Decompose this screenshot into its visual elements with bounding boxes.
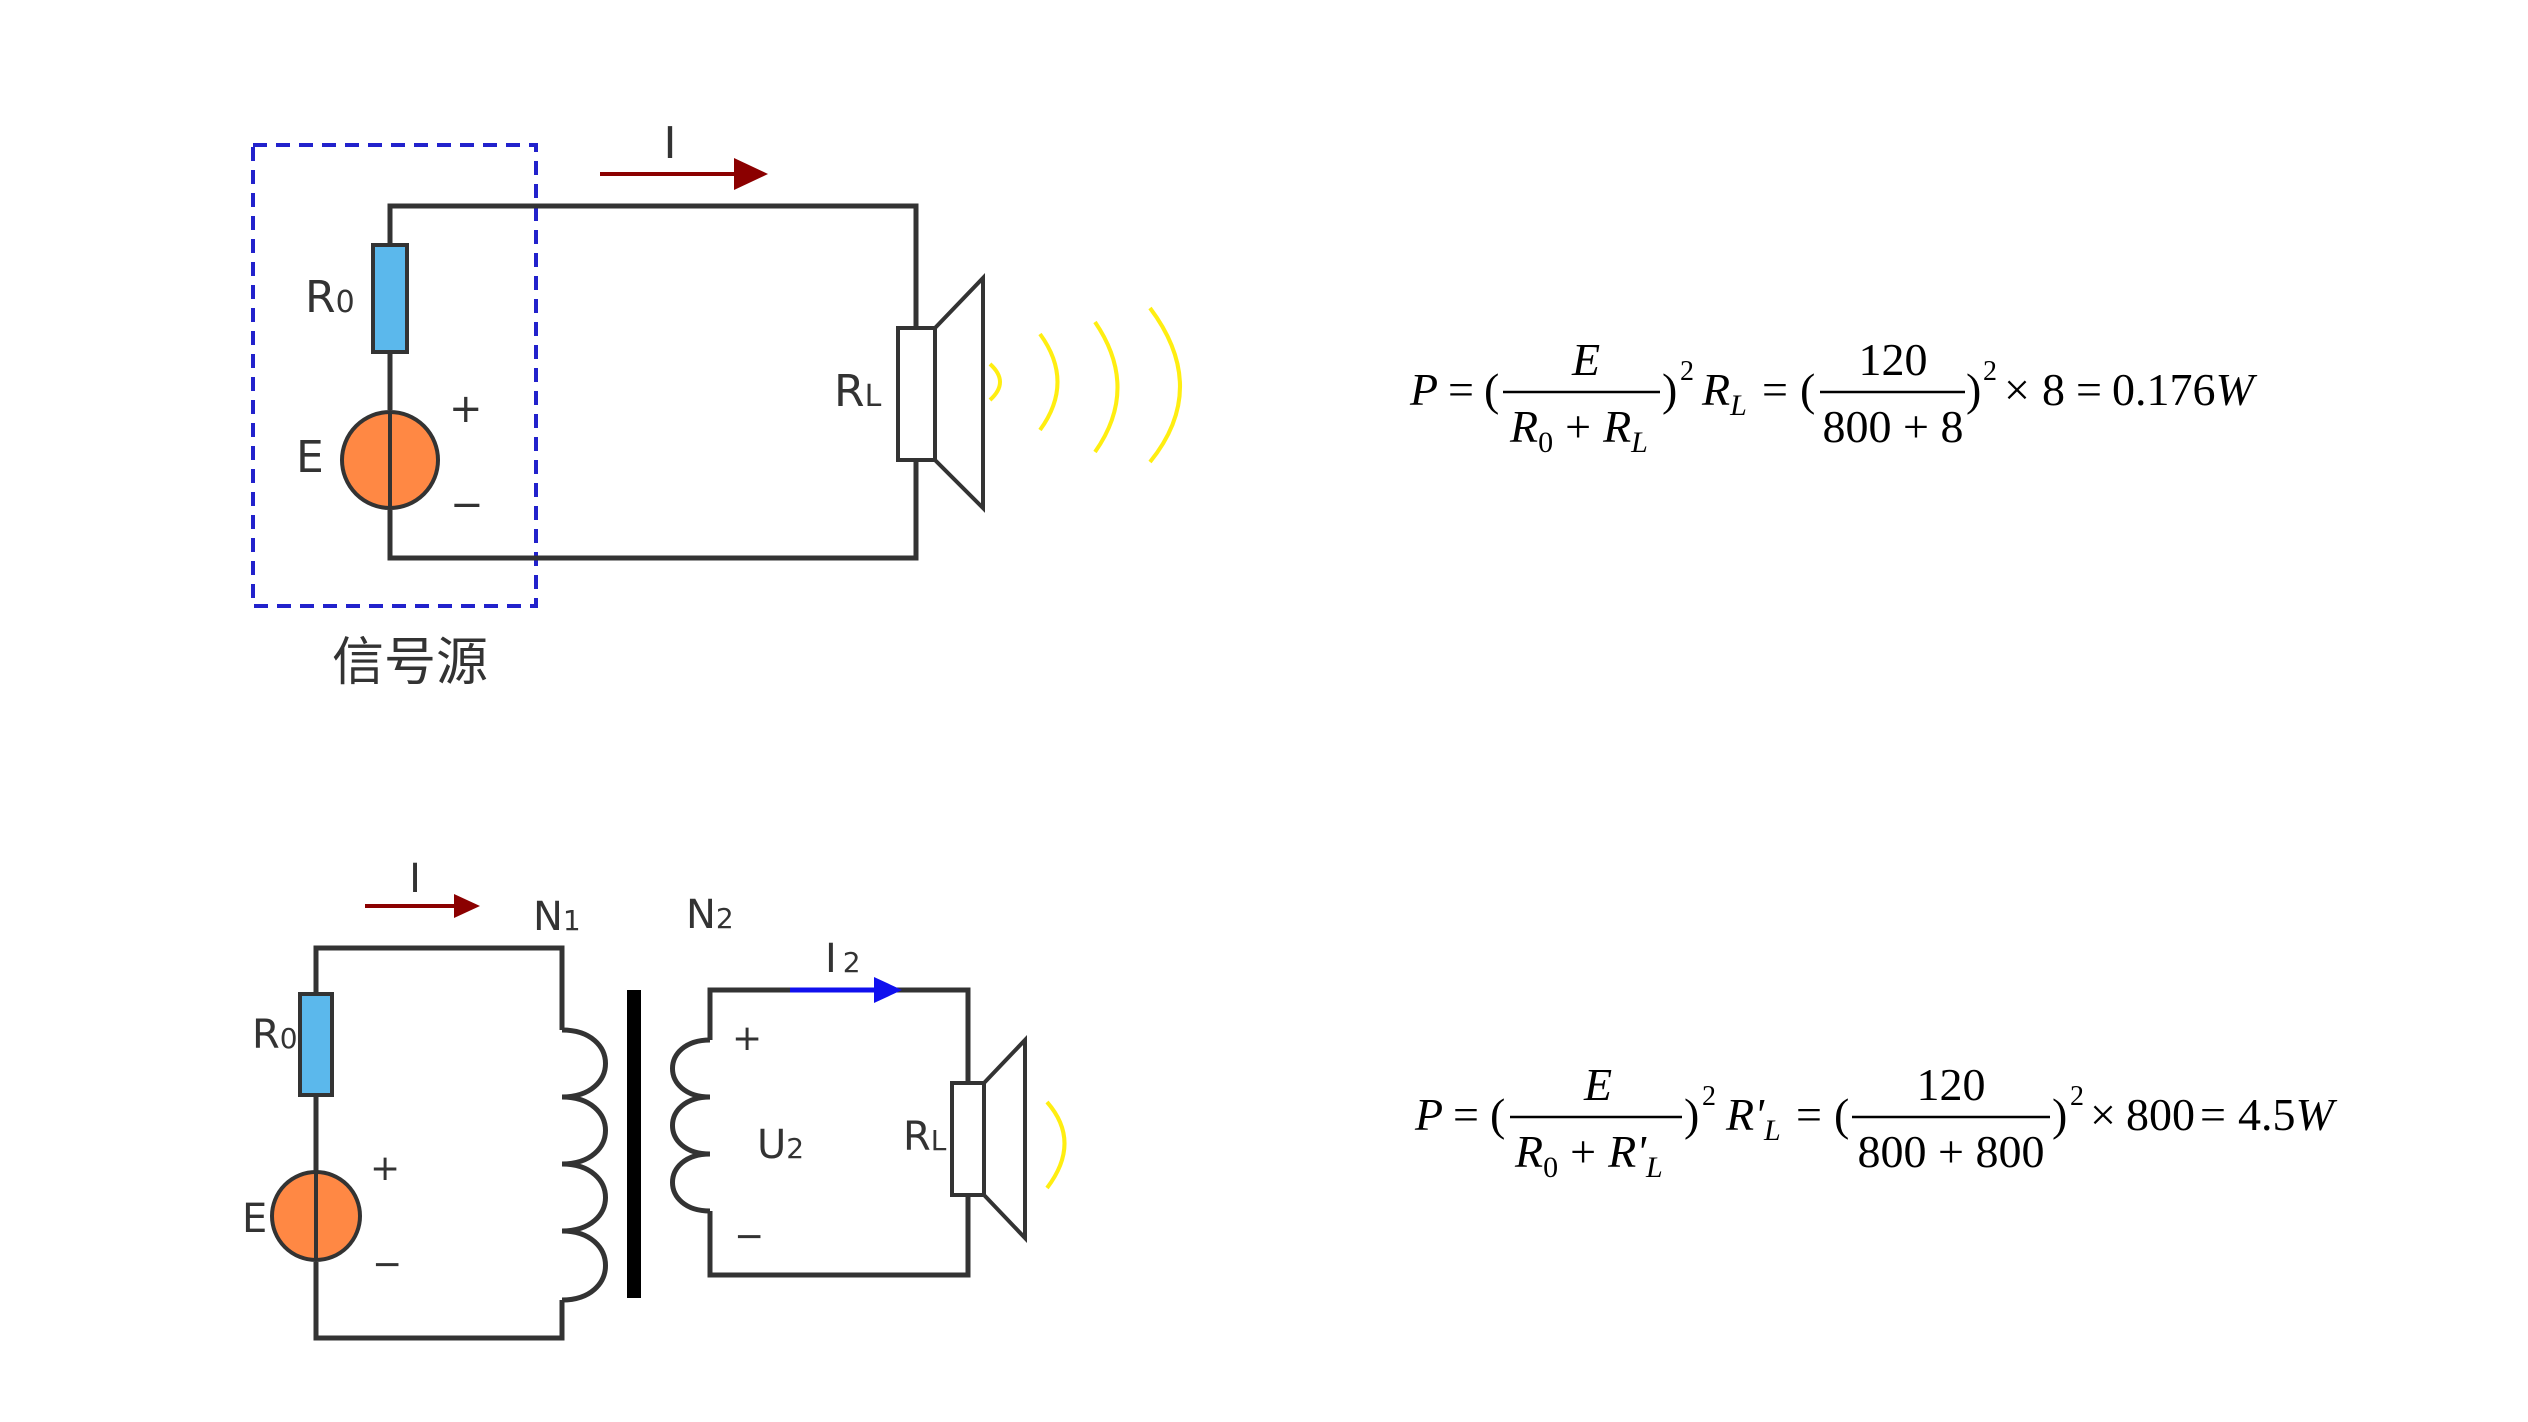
formula-exponent: 2 bbox=[1702, 1081, 1716, 1112]
formula-open-paren: ( bbox=[1800, 364, 1815, 415]
formula-factor: RL bbox=[1701, 364, 1747, 422]
n2-label: N2 bbox=[686, 892, 734, 938]
formula-open-paren: ( bbox=[1834, 1089, 1849, 1140]
r0-label: R0 bbox=[252, 1012, 298, 1058]
speaker-icon bbox=[896, 273, 985, 513]
formula-numerator: E bbox=[1583, 1059, 1612, 1110]
plus-sign: + bbox=[370, 1148, 400, 1189]
current-arrowhead bbox=[734, 158, 768, 190]
formula-numerator: E bbox=[1571, 334, 1600, 385]
formula-close-paren: ) bbox=[2052, 1089, 2067, 1140]
primary-wire bbox=[313, 1262, 565, 1341]
formula-equals: = bbox=[1453, 1089, 1479, 1140]
secondary-coil-icon bbox=[670, 1037, 711, 1214]
formula-denominator: 800 + 800 bbox=[1858, 1126, 2045, 1177]
formula-open-paren: ( bbox=[1484, 364, 1499, 415]
e-label: E bbox=[296, 432, 324, 483]
formula-2: P = ( E R0+R'L ) 2 R'L = ( 120 800 + 800… bbox=[1414, 1059, 2338, 1184]
formula-lhs: P bbox=[1409, 364, 1438, 415]
r0-label: R0 bbox=[305, 272, 355, 323]
circuit-1: 信号源 R0 E + − I RL bbox=[251, 118, 1182, 693]
formula-denominator: R0+RL bbox=[1509, 401, 1648, 459]
signal-source-box bbox=[251, 143, 538, 608]
formula-exponent: 2 bbox=[1983, 356, 1997, 387]
formula-denominator: R0+R'L bbox=[1514, 1126, 1663, 1184]
formula-numerator: 120 bbox=[1917, 1059, 1986, 1110]
formula-1: P = ( E R0+RL ) 2 RL = ( 120 800 + 8 ) 2… bbox=[1409, 334, 2258, 459]
secondary-minus-sign: − bbox=[734, 1216, 764, 1257]
formula-open-paren: ( bbox=[1490, 1089, 1505, 1140]
formula-close-paren: ) bbox=[1662, 364, 1677, 415]
secondary-current-arrowhead bbox=[874, 977, 902, 1003]
signal-source-caption: 信号源 bbox=[332, 633, 488, 693]
current-arrowhead bbox=[454, 894, 480, 918]
formula-multiplier: 8 bbox=[2042, 364, 2065, 415]
formula-factor: R'L bbox=[1725, 1089, 1781, 1147]
r0-resistor bbox=[371, 243, 409, 354]
formula-exponent: 2 bbox=[2070, 1081, 2084, 1112]
n1-label: N1 bbox=[533, 894, 581, 940]
formula-close-paren: ) bbox=[1684, 1089, 1699, 1140]
formula-times: × bbox=[2004, 364, 2030, 415]
circuit-1-wire bbox=[387, 460, 919, 561]
rl-label: RL bbox=[834, 366, 882, 417]
sound-wave-icon bbox=[1045, 1100, 1067, 1190]
formula-equals: = bbox=[2076, 364, 2102, 415]
speaker-icon bbox=[950, 1035, 1027, 1243]
formula-denominator: 800 + 8 bbox=[1823, 401, 1964, 452]
minus-sign: − bbox=[372, 1244, 402, 1285]
secondary-wire bbox=[707, 1195, 971, 1278]
formula-numerator: 120 bbox=[1859, 334, 1928, 385]
sound-wave-icon bbox=[988, 306, 1182, 464]
formula-equals: = bbox=[1796, 1089, 1822, 1140]
primary-wire bbox=[313, 945, 565, 1030]
formula-close-paren: ) bbox=[1966, 364, 1981, 415]
u2-label: U2 bbox=[757, 1122, 804, 1168]
secondary-plus-sign: + bbox=[732, 1018, 762, 1059]
rl-label: RL bbox=[903, 1114, 947, 1160]
primary-coil-icon bbox=[561, 1027, 608, 1303]
r0-resistor bbox=[298, 992, 334, 1097]
formula-exponent: 2 bbox=[1680, 356, 1694, 387]
formula-equals: = bbox=[2200, 1089, 2226, 1140]
formula-lhs: P bbox=[1414, 1089, 1443, 1140]
e-label: E bbox=[242, 1196, 267, 1242]
transformer-core bbox=[627, 990, 641, 1298]
minus-sign: − bbox=[450, 482, 484, 528]
current-label: I bbox=[664, 118, 677, 169]
formula-result: 4.5W bbox=[2238, 1089, 2338, 1140]
formula-equals: = bbox=[1448, 364, 1474, 415]
formula-multiplier: 800 bbox=[2126, 1089, 2195, 1140]
plus-sign: + bbox=[449, 386, 483, 432]
formula-equals: = bbox=[1762, 364, 1788, 415]
current-label: I bbox=[409, 856, 421, 902]
formula-result: 0.176W bbox=[2112, 364, 2258, 415]
circuit-1-wire bbox=[387, 203, 919, 328]
formula-times: × bbox=[2090, 1089, 2116, 1140]
